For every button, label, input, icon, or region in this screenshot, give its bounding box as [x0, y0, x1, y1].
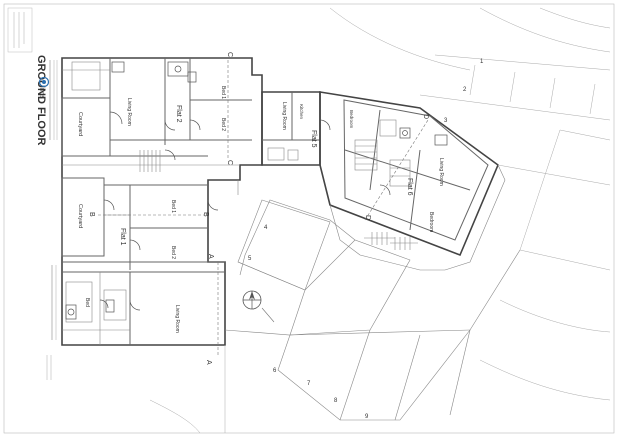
room-label-living-room-flat2: Living Room [126, 98, 132, 126]
section-lines [98, 60, 429, 355]
section-marker-a-bottom: A [205, 360, 212, 365]
west-building [61, 57, 263, 346]
section-marker-d-top: D [422, 114, 429, 119]
flat-label-6: Flat 6 [406, 178, 413, 196]
section-marker-b-left: B [88, 212, 95, 217]
room-label-living-room-bottom: Living Room [174, 305, 180, 333]
flat-label-2: Flat 2 [175, 105, 182, 123]
parking-bay-4: 4 [264, 225, 268, 231]
section-marker-c-top: C [226, 52, 233, 57]
parking-bay-3: 3 [444, 118, 448, 124]
logo-text: RCS [38, 88, 44, 99]
room-label-kitchen-flat5: Kitchen [299, 104, 304, 120]
drawing-title: GROUND FLOOR [35, 55, 47, 145]
left-notes-block [7, 7, 33, 53]
site-boundary [149, 7, 611, 434]
title-block-bottom [46, 265, 57, 380]
room-label-courtyard-middle: Courtyard [77, 204, 83, 228]
parking-bay-8: 8 [334, 398, 338, 404]
parking-bay-2: 2 [463, 87, 467, 93]
parking-bay-6: 6 [273, 368, 277, 374]
flat-label-1: Flat 1 [119, 228, 126, 246]
room-label-bed-flat2-bottom: Bed 2 [220, 118, 226, 131]
parking-bay-5: 5 [248, 256, 252, 262]
room-label-bedroom-flat6-bottom: Bedroom [428, 212, 434, 232]
dimension-hatching [364, 232, 418, 250]
east-building [261, 91, 506, 271]
kitchen-fixtures [65, 61, 197, 320]
room-label-bed-flat2-top: Bed 1 [220, 86, 226, 99]
east-fixtures [319, 119, 448, 196]
section-marker-d-bottom: D [364, 215, 371, 220]
company-logo: RCS [38, 76, 50, 99]
section-marker-c-bottom: C [226, 160, 233, 165]
room-label-courtyard-top: Courtyard [77, 112, 83, 136]
section-marker-a-top: A [207, 254, 214, 259]
flat-label-5: Flat 5 [310, 130, 317, 148]
north-arrow [242, 290, 275, 323]
room-label-living-room-flat5: Living Room [281, 102, 287, 130]
door-swings [99, 111, 219, 311]
room-label-living-room-flat6: Living Room [438, 158, 444, 186]
section-marker-b-right: B [202, 212, 209, 217]
parking-bay-1: 1 [480, 59, 484, 65]
parking-bay-9: 9 [365, 414, 369, 420]
room-label-bedroom-flat6-top: Bedroom [349, 110, 354, 129]
room-label-bed-flat1-bottom: Bed 2 [170, 246, 176, 259]
parking-bay-7: 7 [307, 381, 311, 387]
room-label-bed-flat1-top: Bed 1 [170, 200, 176, 213]
title-block-top [49, 60, 58, 140]
room-label-bed-bottom-flat: Bed [84, 298, 90, 307]
